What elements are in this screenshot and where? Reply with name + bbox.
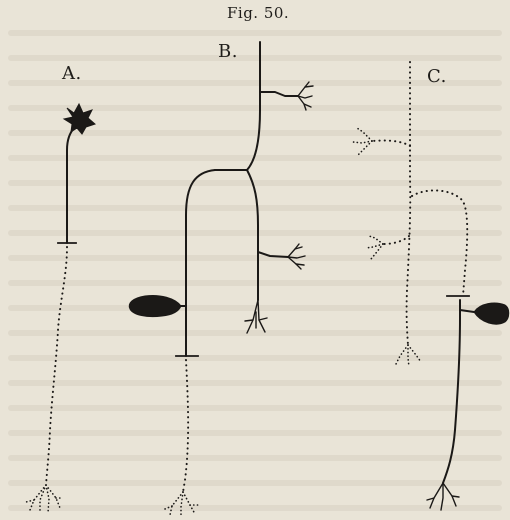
neuron-a-axon-solid bbox=[67, 127, 75, 243]
neuron-c-main-dotted bbox=[407, 62, 411, 345]
neuron-a-terminal-branches bbox=[26, 485, 63, 513]
neuron-c bbox=[353, 62, 509, 510]
neuron-c-upper-branch bbox=[372, 141, 410, 146]
neuron-a bbox=[26, 104, 95, 513]
neuron-b-cell-body bbox=[129, 295, 181, 316]
neuron-a-axon-dotted bbox=[46, 247, 67, 485]
neuron-c-solid-terminal bbox=[427, 483, 459, 510]
neuron-c-upper-branch-tip bbox=[353, 128, 372, 156]
neuron-c-axon-solid bbox=[443, 300, 460, 483]
neuron-c-soma-connector bbox=[460, 310, 474, 312]
neuron-b-upper-branch bbox=[260, 82, 313, 110]
neuron-b-axon-dotted bbox=[183, 360, 188, 492]
neuron-c-cell-body bbox=[474, 303, 509, 324]
neuron-b bbox=[129, 42, 313, 516]
neuron-b-upper-trunk bbox=[247, 42, 260, 170]
neuron-b-axon-terminal bbox=[165, 492, 198, 516]
neuron-b-lower-trunk bbox=[247, 170, 258, 300]
neuron-c-loop bbox=[412, 190, 467, 296]
neuron-c-lower-dotted-terminal bbox=[396, 345, 421, 367]
neuron-b-middle-branch bbox=[258, 244, 305, 269]
neuron-a-cell-body bbox=[64, 104, 95, 134]
neuron-b-left-trunk bbox=[186, 170, 215, 306]
neuron-b-lower-terminal bbox=[245, 300, 267, 333]
neuron-c-middle-branch bbox=[383, 236, 409, 244]
neuron-c-middle-branch-tip bbox=[366, 236, 383, 259]
